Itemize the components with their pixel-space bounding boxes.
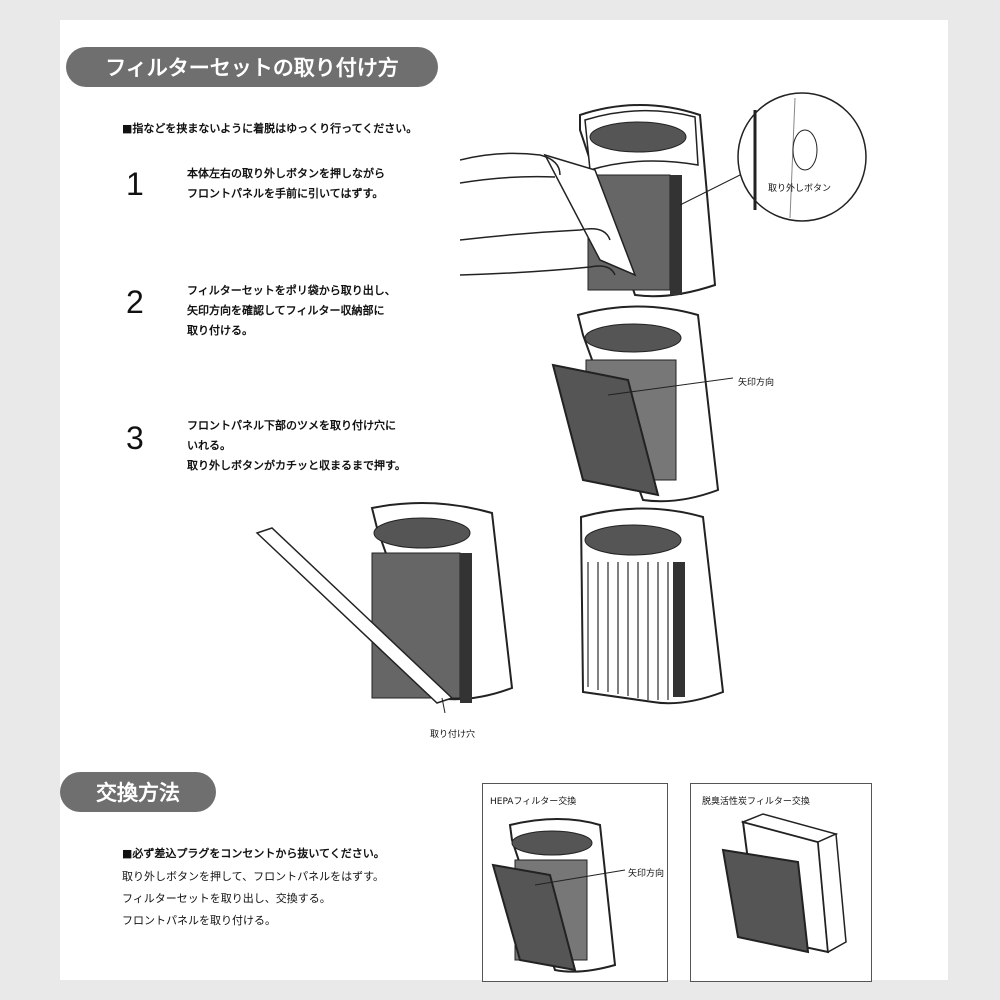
callout-release-button: 取り外しボタン	[768, 184, 832, 194]
step-1-text: 本体左右の取り外しボタンを押しながら フロントパネルを手前に引いてはずす。	[187, 167, 385, 200]
section-title-installation: フィルターセットの取り付け方	[66, 47, 438, 87]
illustration-remove-panel	[460, 104, 751, 298]
step-2-number: 2	[126, 284, 144, 320]
caution-note: ■指などを挟まないように着脱はゆっくり行ってください。	[122, 122, 418, 135]
callout-arrow-direction: 矢印方向	[738, 378, 775, 388]
unplug-note: ■必ず差込プラグをコンセントから抜いてください。	[122, 847, 385, 860]
step-3-number: 3	[126, 420, 144, 456]
section-title-replacement: 交換方法	[60, 772, 216, 812]
hepa-box-title: HEPAフィルター交換	[490, 797, 577, 807]
step-1-number: 1	[126, 166, 144, 202]
replacement-line-3: フロントパネルを取り付ける。	[122, 914, 276, 927]
illustration-carbon-replace	[721, 813, 847, 954]
replacement-line-1: 取り外しボタンを押して、フロントパネルをはずす。	[122, 870, 385, 883]
step-3-text: フロントパネル下部のツメを取り付け穴に いれる。 取り外しボタンがカチッと収まる…	[187, 419, 406, 472]
illustration-assembled-unit	[579, 507, 725, 705]
replacement-line-2: フィルターセットを取り出し、交換する。	[122, 892, 331, 905]
hepa-callout-arrow: 矢印方向	[628, 869, 665, 879]
illustration-hepa-replace	[491, 818, 626, 973]
callout-mount-hole: 取り付け穴	[430, 730, 476, 740]
step-2-text: フィルターセットをポリ袋から取り出し、 矢印方向を確認してフィルター収納部に 取…	[187, 284, 396, 337]
illustration-attach-panel	[255, 502, 514, 713]
illustration-install-filter	[551, 305, 733, 503]
carbon-box-title: 脱臭活性炭フィルター交換	[702, 797, 810, 807]
zoom-circle-release-button	[737, 92, 867, 222]
